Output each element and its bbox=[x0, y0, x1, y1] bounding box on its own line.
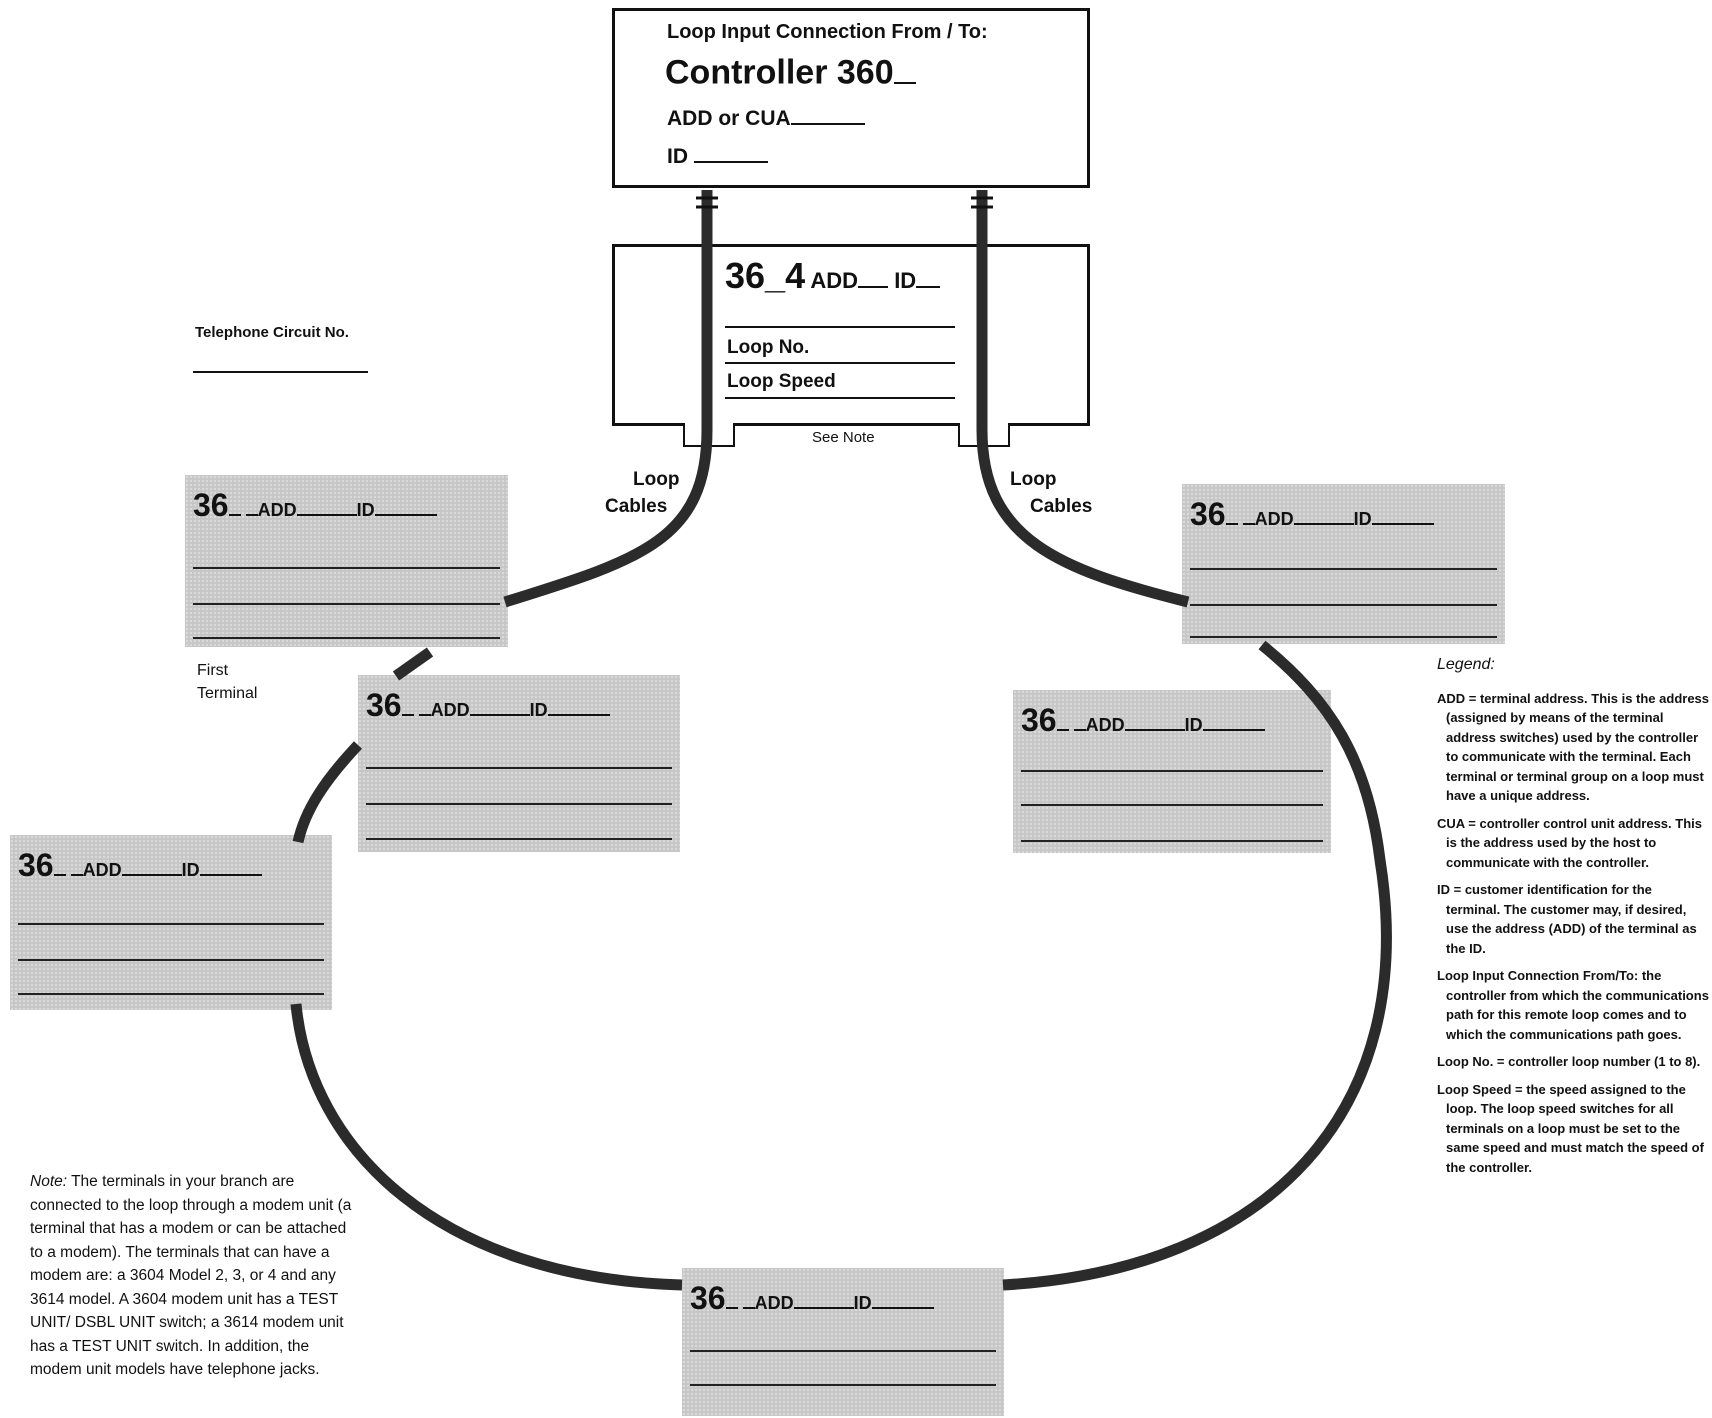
right-cable-port bbox=[958, 423, 1010, 447]
terminal-field-line bbox=[1021, 804, 1323, 806]
legend-item: ADD = terminal address. This is the addr… bbox=[1437, 690, 1710, 804]
terminal-field-line bbox=[1021, 840, 1323, 842]
see-note-label: See Note bbox=[812, 429, 875, 446]
terminal-field-line bbox=[1190, 604, 1497, 606]
note-label: Note: bbox=[30, 1173, 68, 1190]
loop-speed-label: Loop Speed bbox=[727, 371, 836, 392]
legend-item: CUA = controller control unit address. T… bbox=[1437, 815, 1702, 870]
right-cable-label-line2: Cables bbox=[1030, 496, 1093, 517]
terminal-field-line bbox=[18, 993, 324, 995]
left-cable-label-line2: Cables bbox=[605, 496, 668, 517]
telephone-circuit-line bbox=[193, 371, 368, 373]
loop-cable-first-to-second bbox=[392, 647, 434, 681]
terminal-field-line bbox=[193, 567, 500, 569]
legend-item: Loop Input Connection From/To: the contr… bbox=[1437, 968, 1709, 1042]
terminal-field-line bbox=[1190, 636, 1497, 638]
terminal-field-line bbox=[18, 959, 324, 961]
loop-controller-box: 36_4 ADD ID Loop No. Loop Speed bbox=[612, 244, 1090, 426]
terminal-field-line bbox=[18, 923, 324, 925]
note-text: Note: The terminals in your branch are c… bbox=[30, 1170, 360, 1382]
loop-controller-rule bbox=[725, 326, 955, 328]
terminal-field-line bbox=[1190, 568, 1497, 570]
terminal-field-line bbox=[690, 1384, 996, 1386]
terminal-field-line bbox=[193, 637, 500, 639]
legend-item: Loop Speed = the speed assigned to the l… bbox=[1437, 1081, 1704, 1175]
right-cable-label-line1: Loop bbox=[1010, 469, 1057, 490]
legend: Legend: ADD = terminal address. This is … bbox=[1437, 655, 1709, 1185]
terminal-field-line bbox=[690, 1350, 996, 1352]
loop-input-connection-label: Loop Input Connection From / To: bbox=[667, 21, 988, 43]
legend-item: Loop No. = controller loop number (1 to … bbox=[1437, 1054, 1701, 1069]
controller-id-field: ID bbox=[667, 142, 768, 169]
note-body: The terminals in your branch are connect… bbox=[30, 1173, 352, 1378]
controller-box: Loop Input Connection From / To: Control… bbox=[612, 8, 1090, 188]
loop-number-line bbox=[725, 362, 955, 364]
terminal-field-line bbox=[366, 767, 672, 769]
loop-controller-model: 36_4 ADD ID bbox=[725, 255, 941, 297]
left-cable-port bbox=[683, 423, 735, 447]
terminal-field-line bbox=[366, 803, 672, 805]
legend-item: ID = customer identification for the ter… bbox=[1437, 882, 1697, 956]
terminal-field-line bbox=[193, 603, 500, 605]
loop-cable-second-to-left bbox=[292, 741, 363, 844]
controller-name: Controller 360 bbox=[665, 51, 916, 93]
legend-title: Legend: bbox=[1437, 656, 1495, 673]
telephone-circuit-label: Telephone Circuit No. bbox=[195, 324, 349, 341]
add-or-cua-field: ADD or CUA bbox=[667, 104, 865, 131]
loop-number-label: Loop No. bbox=[727, 337, 810, 358]
left-cable-label-line1: Loop bbox=[633, 469, 680, 490]
terminal-field-line bbox=[1021, 770, 1323, 772]
terminal-field-line bbox=[366, 838, 672, 840]
loop-speed-line bbox=[725, 397, 955, 399]
